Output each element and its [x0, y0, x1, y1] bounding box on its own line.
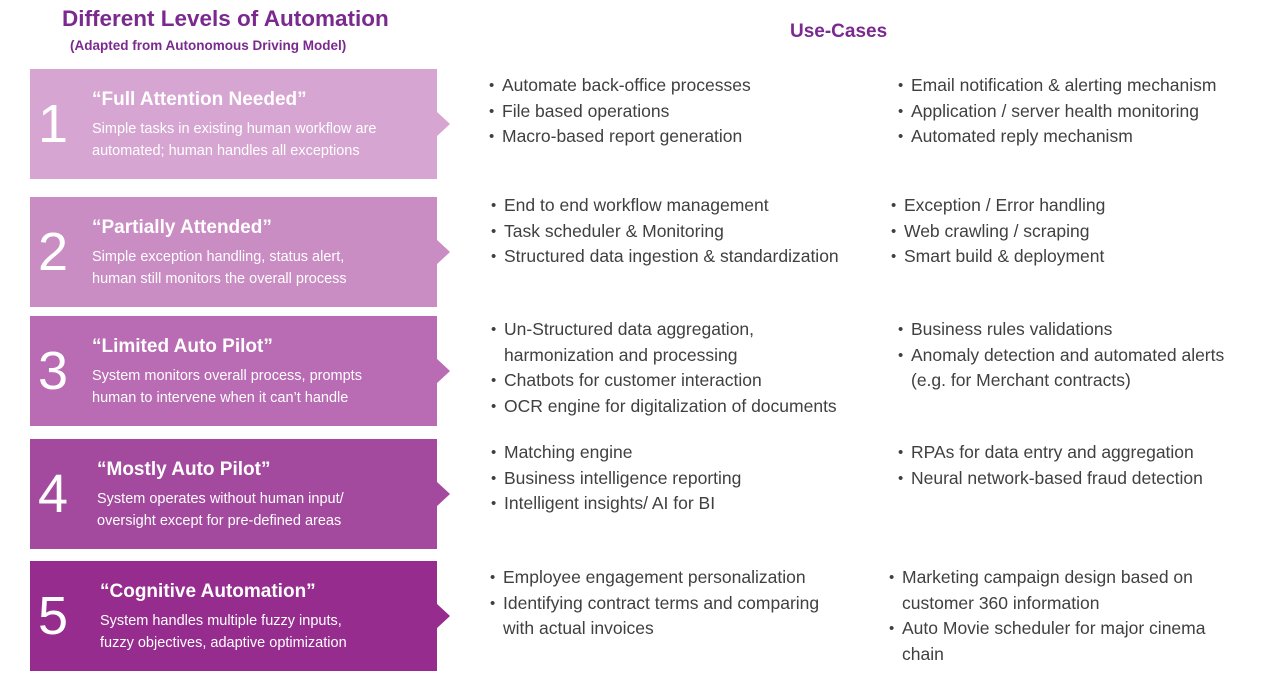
usecase-item: End to end workflow management — [491, 193, 839, 219]
level-1-box — [30, 69, 437, 179]
usecase-item: Business rules validations — [898, 317, 1224, 343]
level-3-name: “Limited Auto Pilot” — [92, 336, 273, 357]
level-1-number: 1 — [38, 94, 69, 154]
level-2: 2 “Partially Attended” Simple exception … — [0, 197, 460, 307]
level-2-arrow — [436, 239, 450, 265]
usecase-item: Automated reply mechanism — [898, 124, 1216, 150]
usecase-item: Intelligent insights/ AI for BI — [491, 491, 741, 517]
usecase-item: Macro-based report generation — [489, 124, 751, 150]
level-2-usecases-left: End to end workflow management Task sche… — [491, 193, 839, 270]
level-4-number: 4 — [38, 464, 69, 524]
usecase-item: Identifying contract terms and comparing — [490, 591, 819, 617]
level-2-box — [30, 197, 437, 307]
level-1-usecases-right: Email notification & alerting mechanism … — [898, 73, 1216, 150]
level-3-arrow — [436, 358, 450, 384]
level-3-usecases-left: Un-Structured data aggregation, harmoniz… — [491, 317, 837, 419]
diagram-title: Different Levels of Automation — [62, 6, 389, 31]
level-3-number: 3 — [38, 341, 69, 401]
usecase-item-continued: with actual invoices — [503, 618, 654, 638]
usecase-item-continued: (e.g. for Merchant contracts) — [911, 370, 1131, 390]
level-4-desc-line1: System operates without human input/ — [97, 491, 344, 507]
level-5-desc-line2: fuzzy objectives, adaptive optimization — [100, 635, 347, 651]
level-3-description: System monitors overall process, prompts… — [92, 365, 427, 409]
usecase-item: OCR engine for digitalization of documen… — [491, 394, 837, 420]
usecase-item: Employee engagement personalization — [490, 565, 819, 591]
level-2-name: “Partially Attended” — [92, 217, 272, 238]
level-5-usecases-left: Employee engagement personalization Iden… — [490, 565, 819, 642]
level-1: 1 “Full Attention Needed” Simple tasks i… — [0, 69, 460, 179]
level-5: 5 “Cognitive Automation” System handles … — [0, 561, 460, 671]
usecase-item: Application / server health monitoring — [898, 99, 1216, 125]
level-5-box — [30, 561, 437, 671]
level-4-usecases-right: RPAs for data entry and aggregation Neur… — [898, 440, 1203, 491]
level-1-usecases-left: Automate back-office processes File base… — [489, 73, 751, 150]
level-4-desc-line2: oversight except for pre-defined areas — [97, 513, 342, 529]
usecase-item-continued: harmonization and processing — [504, 344, 738, 365]
level-4-usecases-left: Matching engine Business intelligence re… — [491, 440, 741, 517]
level-4-description: System operates without human input/ ove… — [97, 488, 432, 532]
level-5-name: “Cognitive Automation” — [100, 581, 316, 602]
level-3-desc-line1: System monitors overall process, prompts — [92, 368, 362, 384]
level-1-arrow — [436, 111, 450, 137]
level-4-name: “Mostly Auto Pilot” — [97, 459, 271, 480]
usecase-item: Chatbots for customer interaction — [491, 368, 837, 394]
usecase-item: Smart build & deployment — [891, 244, 1105, 270]
level-2-desc-line1: Simple exception handling, status alert, — [92, 249, 345, 265]
diagram-subtitle: (Adapted from Autonomous Driving Model) — [70, 38, 347, 53]
level-5-usecases-right: Marketing campaign design based on custo… — [889, 565, 1205, 667]
usecase-item: Marketing campaign design based on — [889, 565, 1205, 591]
level-5-description: System handles multiple fuzzy inputs, fu… — [100, 610, 435, 654]
level-3-box — [30, 316, 437, 426]
level-2-number: 2 — [38, 222, 69, 282]
level-5-arrow — [436, 603, 450, 629]
usecase-item: Business intelligence reporting — [491, 466, 741, 492]
usecase-item: Exception / Error handling — [891, 193, 1105, 219]
usecase-item: Anomaly detection and automated alerts — [898, 343, 1224, 369]
level-4: 4 “Mostly Auto Pilot” System operates wi… — [0, 439, 460, 549]
usecase-item: Neural network-based fraud detection — [898, 466, 1203, 492]
level-3-usecases-right: Business rules validations Anomaly detec… — [898, 317, 1224, 394]
level-4-box — [30, 439, 437, 549]
level-3: 3 “Limited Auto Pilot” System monitors o… — [0, 316, 460, 426]
level-1-description: Simple tasks in existing human workflow … — [92, 118, 427, 162]
usecase-item: Structured data ingestion & standardizat… — [491, 244, 839, 270]
level-2-usecases-right: Exception / Error handling Web crawling … — [891, 193, 1105, 270]
usecase-item: Auto Movie scheduler for major cinema — [889, 616, 1205, 642]
level-2-description: Simple exception handling, status alert,… — [92, 246, 427, 290]
level-2-desc-line2: human still monitors the overall process — [92, 271, 347, 287]
level-3-desc-line2: human to intervene when it can’t handle — [92, 390, 349, 406]
level-1-desc-line2: automated; human handles all exceptions — [92, 143, 360, 159]
usecase-item: Un-Structured data aggregation, — [491, 317, 837, 343]
level-4-arrow — [436, 481, 450, 507]
level-5-number: 5 — [38, 586, 69, 646]
level-5-desc-line1: System handles multiple fuzzy inputs, — [100, 613, 342, 629]
usecase-item: File based operations — [489, 99, 751, 125]
usecases-title: Use-Cases — [790, 21, 888, 42]
usecase-item: Automate back-office processes — [489, 73, 751, 99]
usecase-item: Web crawling / scraping — [891, 219, 1105, 245]
usecase-item-continued: chain — [902, 643, 944, 664]
level-1-name: “Full Attention Needed” — [92, 89, 307, 110]
usecase-item-continued: customer 360 information — [902, 592, 1100, 613]
usecase-item: Matching engine — [491, 440, 741, 466]
usecase-item: Task scheduler & Monitoring — [491, 219, 839, 245]
level-1-desc-line1: Simple tasks in existing human workflow … — [92, 121, 377, 137]
usecase-item: Email notification & alerting mechanism — [898, 73, 1216, 99]
usecase-item: RPAs for data entry and aggregation — [898, 440, 1203, 466]
